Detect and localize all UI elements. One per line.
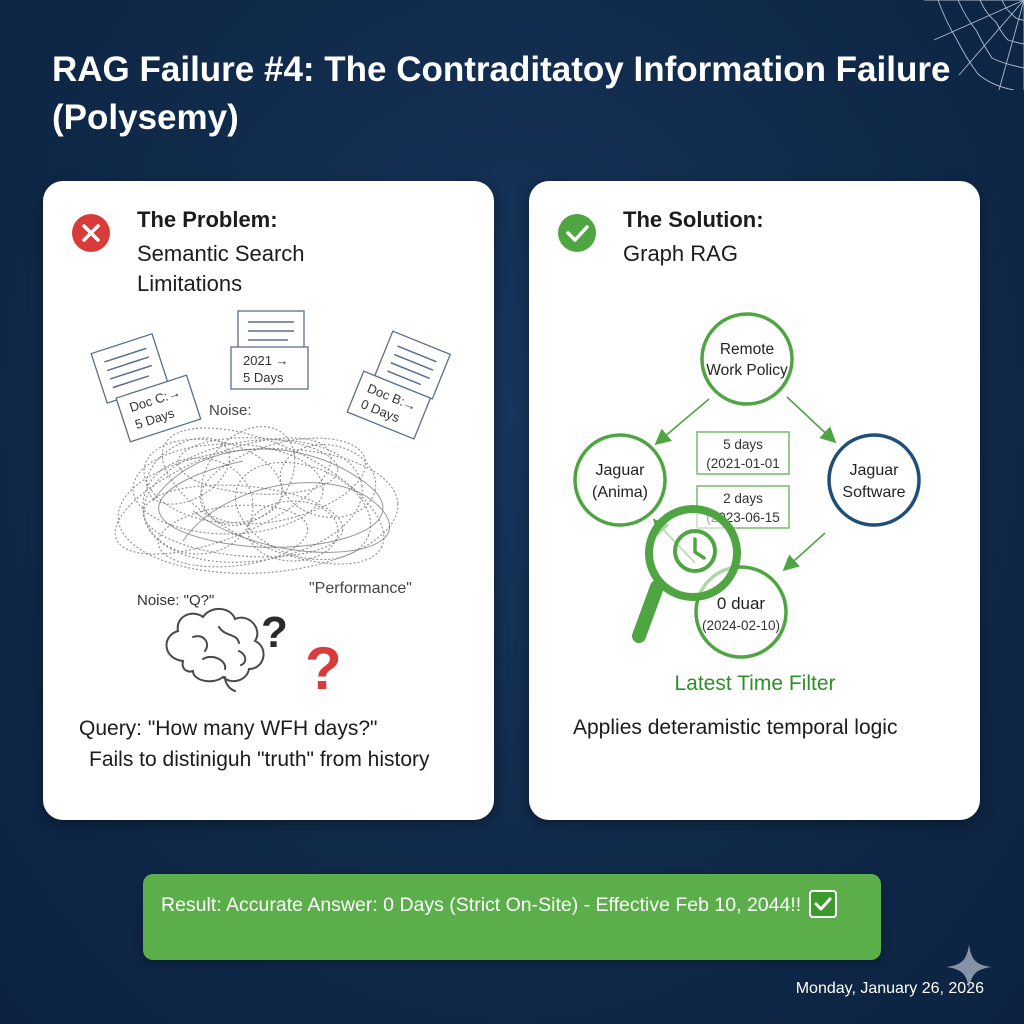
latest-time-filter-label: Latest Time Filter xyxy=(674,672,835,695)
problem-subtitle-line-2: Limitations xyxy=(137,271,243,296)
node-latest-line-1: 0 duar xyxy=(717,594,766,613)
edge-policy-software xyxy=(786,396,837,444)
noise-label-top: Noise: xyxy=(209,402,252,419)
title-line-1: RAG Failure #4: The Contraditatoy Inform… xyxy=(52,50,951,89)
sparkle-icon xyxy=(946,944,992,990)
node-animal-line-1: Jaguar xyxy=(596,462,646,479)
failure-text: Fails to distiniguh "truth" from history xyxy=(89,748,430,771)
document-icon: Doc C:→ 5 Days xyxy=(90,333,202,443)
close-icon xyxy=(72,214,110,252)
brain-icon xyxy=(165,608,265,692)
problem-card: The Problem: Semantic Search Limitations xyxy=(43,181,494,820)
solution-heading: The Solution: xyxy=(623,207,764,232)
question-mark-icon: ? xyxy=(261,608,288,657)
check-icon xyxy=(808,890,837,918)
solution-caption: Applies deteramistic temporal logic xyxy=(573,716,898,739)
document-icon: 2021 → 5 Days xyxy=(230,310,309,390)
edge-label-1-line-1: 5 days xyxy=(723,437,763,452)
solution-subtitle: Graph RAG xyxy=(623,241,738,266)
node-latest-line-2: (2024-02-10) xyxy=(702,618,780,633)
node-jaguar-software xyxy=(827,433,921,527)
result-text: Result: Accurate Answer: 0 Days (Strict … xyxy=(161,894,802,917)
performance-label: "Performance" xyxy=(309,580,412,597)
node-jaguar-animal xyxy=(573,433,667,527)
magnifier-clock-icon xyxy=(632,505,741,643)
edge-label-1-line-2: (2021-01-01 xyxy=(706,456,780,471)
edge-software-latest xyxy=(782,532,826,572)
node-software-line-1: Jaguar xyxy=(850,462,900,479)
node-policy-line-1: Remote xyxy=(720,341,774,358)
problem-illustration: Doc C:→ 5 Days 2021 → 5 Days Doc B:→ 0 D… xyxy=(90,310,452,702)
edge-policy-animal xyxy=(654,398,710,446)
question-mark-icon: ? xyxy=(305,635,342,702)
cobweb-icon xyxy=(924,0,1024,90)
node-software-line-2: Software xyxy=(842,484,905,501)
title-line-2: (Polysemy) xyxy=(52,98,239,137)
problem-subtitle-line-1: Semantic Search xyxy=(137,241,305,266)
document-icon: Doc B:→ 0 Days xyxy=(346,330,452,440)
problem-heading: The Problem: xyxy=(137,207,278,232)
doc-center-line-2: 5 Days xyxy=(243,370,284,385)
page-title: RAG Failure #4: The Contraditatoy Inform… xyxy=(52,46,972,142)
node-animal-line-2: (Anima) xyxy=(592,484,648,501)
result-banner: Result: Accurate Answer: 0 Days (Strict … xyxy=(143,874,881,960)
graph-diagram: Remote Work Policy Jaguar (Anima) Jaguar… xyxy=(573,312,921,695)
node-policy-line-2: Work Policy xyxy=(706,362,788,379)
noise-label-bottom: Noise: "Q?" xyxy=(137,592,214,609)
query-text: Query: "How many WFH days?" xyxy=(79,717,378,740)
doc-center-line-1: 2021 → xyxy=(243,353,289,368)
check-circle-icon xyxy=(558,214,596,252)
edge-label-box-1 xyxy=(696,431,790,475)
edge-label-2-line-1: 2 days xyxy=(723,491,763,506)
date-label: Monday, January 26, 2026 xyxy=(795,980,984,997)
node-remote-work-policy xyxy=(700,312,794,406)
problem-subtitle: Semantic Search Limitations xyxy=(137,239,457,299)
solution-card: The Solution: Graph RAG Remote Work Poli… xyxy=(529,181,980,820)
